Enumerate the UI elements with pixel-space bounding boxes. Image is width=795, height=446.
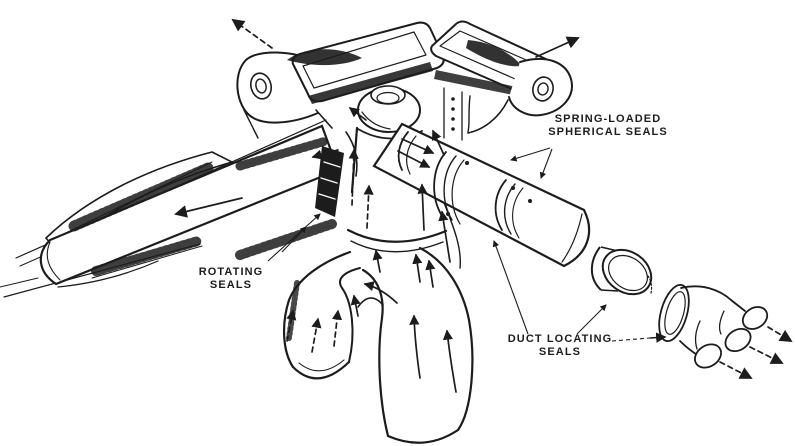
duct-locating-seal-cap bbox=[590, 246, 653, 296]
right-blade-duct bbox=[372, 122, 591, 268]
spring-loaded-leader bbox=[539, 148, 553, 179]
label-line: SPHERICAL SEALS bbox=[548, 125, 668, 138]
right-hub-lug bbox=[508, 57, 573, 117]
flow-arrows bbox=[174, 18, 793, 393]
label-line: SEALS bbox=[209, 278, 253, 291]
label-spring-loaded-spherical-seals: SPRING-LOADED SPHERICAL SEALS bbox=[548, 113, 668, 138]
leader-lines bbox=[267, 147, 667, 343]
label-line: SEALS bbox=[538, 345, 582, 358]
left-duct-leg bbox=[282, 250, 361, 380]
label-rotating-seals: ROTATING SEALS bbox=[199, 266, 264, 291]
left-blade-duct bbox=[0, 119, 358, 298]
branch-duct-manifold bbox=[647, 275, 769, 369]
label-line: SPRING-LOADED bbox=[554, 113, 662, 125]
label-duct-locating-seals: DUCT LOCATING SEALS bbox=[508, 333, 613, 358]
duct-locating-leader bbox=[492, 240, 529, 335]
label-line: DUCT LOCATING bbox=[507, 333, 613, 345]
spring-loaded-leader bbox=[510, 147, 551, 162]
manifold-outlet-arrow bbox=[767, 326, 793, 342]
top-right-flow-arrow bbox=[535, 36, 580, 58]
center-supply-duct bbox=[282, 126, 474, 444]
manifold-outlet-arrow bbox=[749, 346, 784, 364]
left-hub-arm bbox=[287, 21, 445, 104]
label-line: ROTATING bbox=[198, 266, 264, 278]
duct-locating-leader bbox=[611, 337, 651, 342]
bearing-rollers bbox=[67, 136, 337, 279]
rotating-seals-leader bbox=[267, 213, 321, 262]
duct-locating-leader bbox=[576, 304, 607, 335]
manifold-outlet-arrow bbox=[719, 361, 753, 379]
right-duct-leg bbox=[361, 246, 474, 444]
rotor-hub bbox=[236, 20, 573, 141]
top-left-flow-arrow bbox=[231, 18, 273, 49]
rotating-seals-leader bbox=[281, 226, 307, 253]
